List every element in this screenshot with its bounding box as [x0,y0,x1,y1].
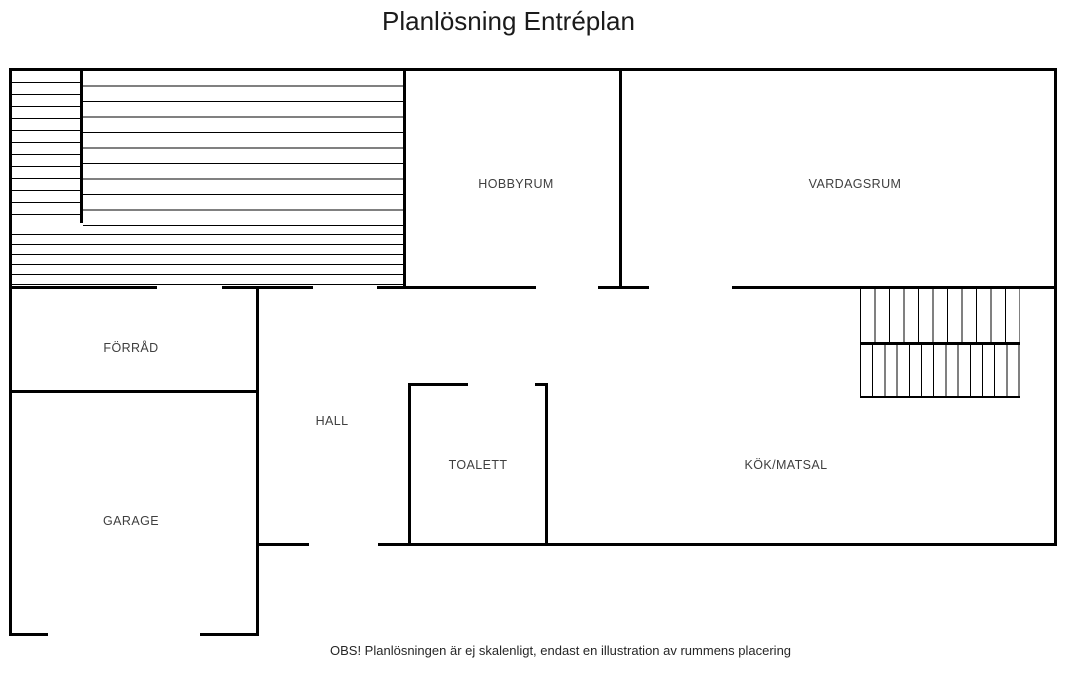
wall-toalett-top [408,383,468,386]
page-title: Planlösning Entréplan [382,6,635,36]
wall-deck-divider [80,68,83,223]
deck-hatch-left-strip [11,70,80,223]
wall-garage-bottom-left [9,633,48,636]
wall-hobbyrum-left [403,68,406,289]
wall-forrad-garage-divider [9,390,259,393]
room-label-hall: HALL [315,414,349,428]
wall-toalett-left [408,383,411,546]
wall-toalett-right [545,383,548,546]
staircase-lower-flight [860,345,1020,397]
room-label-forrad: FÖRRÅD [103,341,159,355]
room-label-garage: GARAGE [103,514,159,528]
wall-forrad-garage-right [256,286,259,636]
room-label-vardagsrum: VARDAGSRUM [808,177,902,191]
staircase-upper-flight [860,289,1020,343]
room-label-kok-matsal: KÖK/MATSAL [744,458,828,472]
staircase-landing-line [860,342,1020,345]
wall-mid-segment-2 [222,286,313,289]
wall-right [1054,68,1057,546]
wall-mid-segment-1 [9,286,157,289]
scale-disclaimer-note: OBS! Planlösningen är ej skalenligt, end… [330,643,792,658]
wall-kitchen-bottom [378,543,1057,546]
wall-hall-bottom [256,543,309,546]
room-label-toalett: TOALETT [448,458,508,472]
wall-mid-segment-3 [377,286,536,289]
wall-mid-segment-4 [598,286,649,289]
wall-toalett-top-stub [535,383,548,386]
staircase-bottom-line [860,396,1020,398]
wall-top [9,68,1057,71]
deck-hatch-main [83,68,403,228]
wall-left [9,68,12,636]
room-label-hobbyrum: HOBBYRUM [478,177,554,191]
wall-mid-segment-5 [732,286,1057,289]
wall-hobbyrum-vardagsrum-divider [619,68,622,289]
deck-hatch-bottom [11,225,403,286]
wall-garage-bottom-right [200,633,259,636]
